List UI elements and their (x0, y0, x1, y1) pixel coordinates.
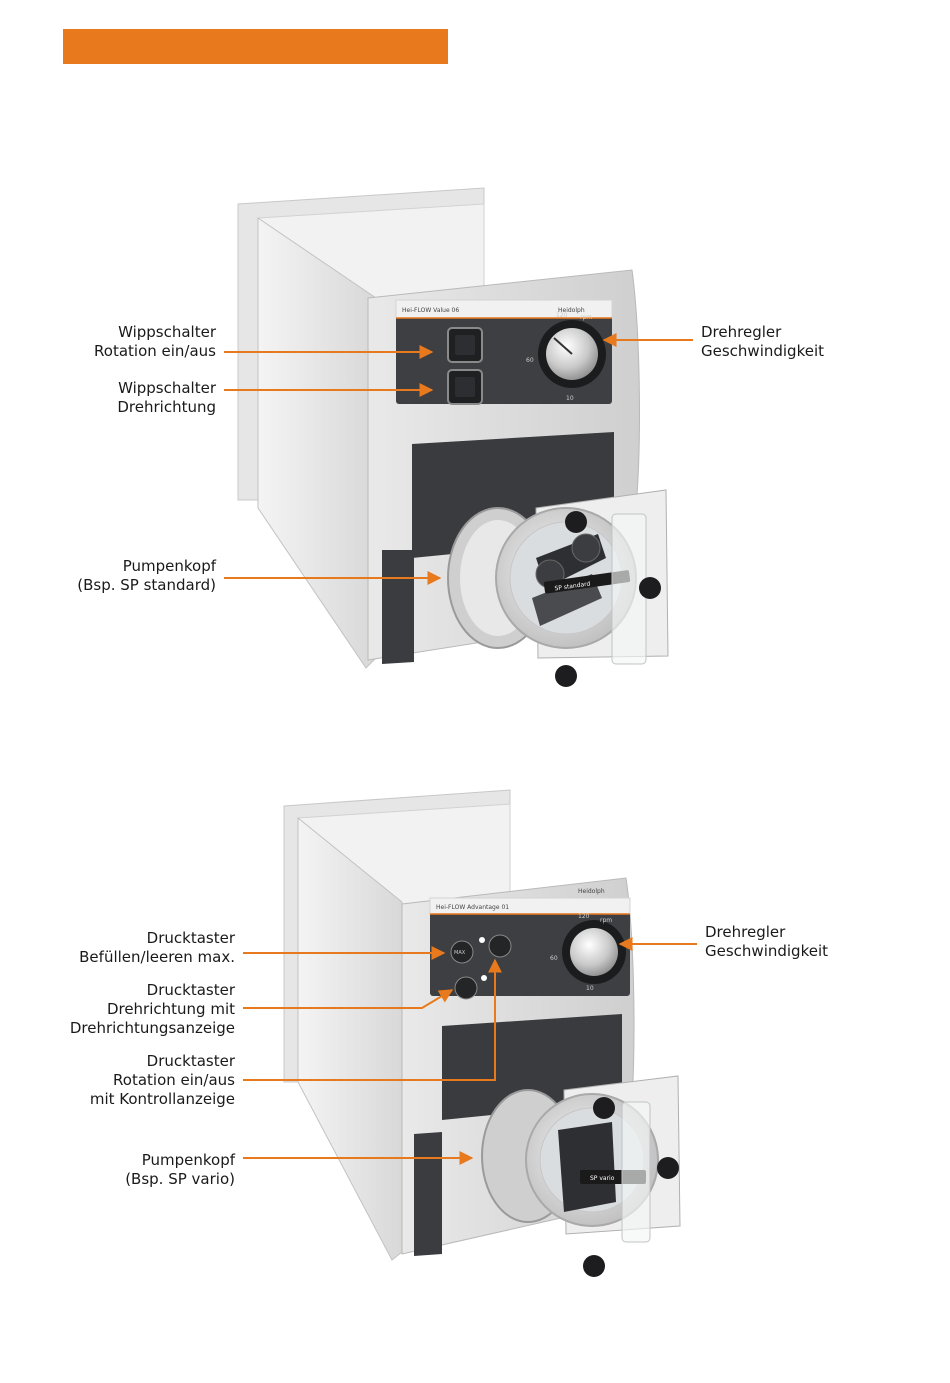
callout-push-direction: Drucktaster Drehrichtung mit Drehrichtun… (69, 981, 235, 1037)
callout-rocker-direction: Wippschalter Drehrichtung (117, 379, 216, 416)
dial-tick-10: 10 (586, 985, 594, 992)
callout-push-rotation: Drucktaster Rotation ein/aus mit Kontrol… (89, 1052, 235, 1108)
pump-illustration-top: Hei-FLOW Value 06 Heidolph 120 rpm 60 10… (237, 187, 669, 687)
indicator-led (479, 937, 485, 943)
pump-figure-bottom: Hei-FLOW Advantage 01 Heidolph MAX 120 r… (282, 782, 712, 1292)
dial-tick-10: 10 (566, 395, 574, 402)
dial-tick-60: 60 (526, 357, 534, 364)
callout-pump-head-bottom: Pumpenkopf (Bsp. SP vario) (125, 1151, 235, 1188)
dial-tick-120: 120 (578, 913, 590, 920)
device-model-label: Hei-FLOW Advantage 01 (436, 904, 509, 911)
clamp-knob (657, 1157, 679, 1179)
callout-speed-dial-top: Drehregler Geschwindigkeit (701, 323, 825, 360)
push-button-rotation[interactable] (488, 934, 512, 958)
header-accent-bar (63, 29, 448, 64)
pump-head-label: SP standard (554, 580, 591, 592)
clamp-knob (583, 1255, 605, 1277)
dial-tick-unit: rpm (600, 917, 612, 924)
callout-pump-head-top: Pumpenkopf (Bsp. SP standard) (77, 557, 216, 594)
pump-illustration-bottom: Hei-FLOW Advantage 01 Heidolph MAX 120 r… (283, 789, 681, 1277)
brand-label: Heidolph (558, 307, 585, 314)
indicator-led (481, 975, 487, 981)
clamp-knob (639, 577, 661, 599)
dial-tick-60: 60 (550, 955, 558, 962)
callout-push-fill: Drucktaster Befüllen/leeren max. (79, 929, 235, 966)
clamp-knob (565, 511, 587, 533)
pump-figure-top: Hei-FLOW Value 06 Heidolph 120 rpm 60 10… (236, 178, 706, 698)
callout-speed-dial-bottom: Drehregler Geschwindigkeit (705, 923, 829, 960)
push-button-direction[interactable] (454, 976, 478, 1000)
device-model-label: Hei-FLOW Value 06 (402, 307, 459, 314)
callout-rocker-rotation: Wippschalter Rotation ein/aus (94, 323, 216, 360)
brand-label: Heidolph (578, 888, 605, 895)
dial-tick-120: 120 (556, 312, 568, 319)
dial-tick-unit: rpm (580, 314, 592, 321)
pump-head-label: SP vario (590, 1175, 615, 1182)
push-button-fill-label: MAX (454, 950, 466, 956)
clamp-knob (555, 665, 577, 687)
clamp-knob (593, 1097, 615, 1119)
